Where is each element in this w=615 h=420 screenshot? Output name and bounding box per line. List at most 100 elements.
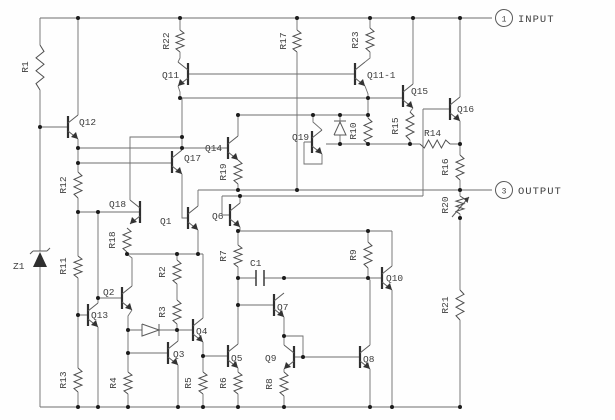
- label-q2: Q2: [103, 287, 115, 298]
- emitter-arrow: [175, 167, 182, 174]
- resistor-zigzag: [72, 171, 84, 199]
- junction-dot: [368, 405, 372, 409]
- resistor-symbols: [35, 27, 466, 397]
- junction-dot: [301, 355, 305, 359]
- junction-dot: [366, 96, 370, 100]
- label-r13: R13: [58, 371, 69, 388]
- junction-dot: [368, 16, 372, 20]
- junction-dot: [180, 135, 184, 139]
- transistor-symbols: [66, 61, 461, 370]
- label-c1: C1: [250, 258, 262, 269]
- transistor-symbol: [283, 344, 296, 370]
- junction-dot: [126, 351, 130, 355]
- emitter-arrow: [130, 217, 137, 224]
- junction-dot: [196, 252, 200, 256]
- misc-labels: R14 C1 Z1: [13, 128, 441, 272]
- transistor-symbol: [186, 205, 199, 231]
- junction-dot: [295, 16, 299, 20]
- emitter-arrow: [406, 101, 413, 108]
- label-r11: R11: [58, 257, 69, 274]
- label-q9: Q9: [265, 353, 277, 364]
- junction-dot: [201, 405, 205, 409]
- junction-dot: [236, 229, 240, 233]
- junction-dot: [175, 252, 179, 256]
- junction-dot: [458, 188, 462, 192]
- label-q19: Q19: [292, 132, 309, 143]
- emitter-arrow: [71, 132, 78, 139]
- junction-dot: [96, 296, 100, 300]
- resistor-zigzag: [121, 227, 133, 253]
- resistor-zigzag: [404, 111, 416, 141]
- junction-dot: [76, 161, 80, 165]
- label-r16: R16: [440, 158, 451, 175]
- junction-dot: [366, 276, 370, 280]
- output-terminal-label: OUTPUT: [518, 186, 562, 198]
- emitter-arrow: [191, 223, 198, 230]
- emitter-arrow: [453, 114, 460, 121]
- junction-dot: [175, 328, 179, 332]
- junction-dot: [366, 229, 370, 233]
- transistor-labels: Q11 Q11-1 Q15 Q16 Q12 Q14 Q17 Q19 Q18 Q1…: [79, 70, 474, 365]
- label-r14: R14: [424, 128, 441, 139]
- transistor-symbol: [120, 285, 133, 311]
- resistor-zigzag: [362, 117, 374, 145]
- transistor-symbol: [191, 317, 204, 343]
- potentiometer-arrow-r20: [451, 196, 470, 218]
- junction-dot: [96, 405, 100, 409]
- power-rails: [39, 17, 492, 408]
- emitter-arrow: [277, 310, 284, 317]
- label-r8: R8: [264, 378, 275, 390]
- junction-dot: [311, 113, 315, 117]
- input-terminal: 1 INPUT: [495, 9, 554, 27]
- junction-dot: [76, 313, 80, 317]
- junction-dot: [236, 405, 240, 409]
- junction-dot: [236, 303, 240, 307]
- junction-dot: [295, 188, 299, 192]
- junction-dot: [282, 405, 286, 409]
- resistor-zigzag: [122, 371, 134, 395]
- resistor-zigzag: [278, 371, 290, 397]
- resistor-zigzag: [454, 195, 466, 215]
- resistor-zigzag: [72, 367, 84, 393]
- junction-dots: [38, 16, 462, 409]
- emitter-arrow: [91, 320, 98, 327]
- label-r22: R22: [161, 32, 172, 49]
- label-r17: R17: [278, 32, 289, 49]
- emitter-arrow: [233, 220, 240, 227]
- junction-dot: [236, 113, 240, 117]
- label-z1: Z1: [13, 261, 25, 272]
- resistor-zigzag: [232, 159, 244, 185]
- junction-dot: [238, 194, 242, 198]
- junction-dot: [236, 276, 240, 280]
- junction-dot: [76, 16, 80, 20]
- junction-dot: [338, 113, 342, 117]
- resistor-zigzag: [232, 371, 244, 395]
- junction-dot: [76, 210, 80, 214]
- resistor-zigzag: [364, 27, 376, 53]
- label-r1: R1: [20, 61, 31, 73]
- label-r9: R9: [348, 249, 359, 261]
- resistor-zigzag: [454, 289, 466, 321]
- wires: [39, 17, 492, 408]
- junction-dot: [125, 252, 129, 256]
- transistor-symbol: [177, 61, 190, 87]
- junction-dot: [176, 405, 180, 409]
- junction-dot: [76, 405, 80, 409]
- emitter-arrow: [385, 283, 392, 290]
- label-r19: R19: [218, 163, 229, 180]
- resistor-labels: R1 R22 R17 R23 R10 R15 R16 R20 R21 R12 R…: [20, 31, 451, 390]
- junction-dot: [236, 188, 240, 192]
- label-r18: R18: [107, 231, 118, 248]
- label-q1: Q1: [160, 216, 172, 227]
- label-q7: Q7: [277, 302, 288, 313]
- label-q5: Q5: [231, 353, 243, 364]
- resistor-zigzag: [171, 259, 183, 285]
- label-q6: Q6: [212, 211, 224, 222]
- label-r12: R12: [58, 176, 69, 193]
- label-q15: Q15: [411, 86, 428, 97]
- resistor-zigzag: [454, 154, 466, 181]
- transistor-symbol: [170, 149, 183, 175]
- junction-dot: [76, 146, 80, 150]
- transistor-symbol: [166, 340, 179, 366]
